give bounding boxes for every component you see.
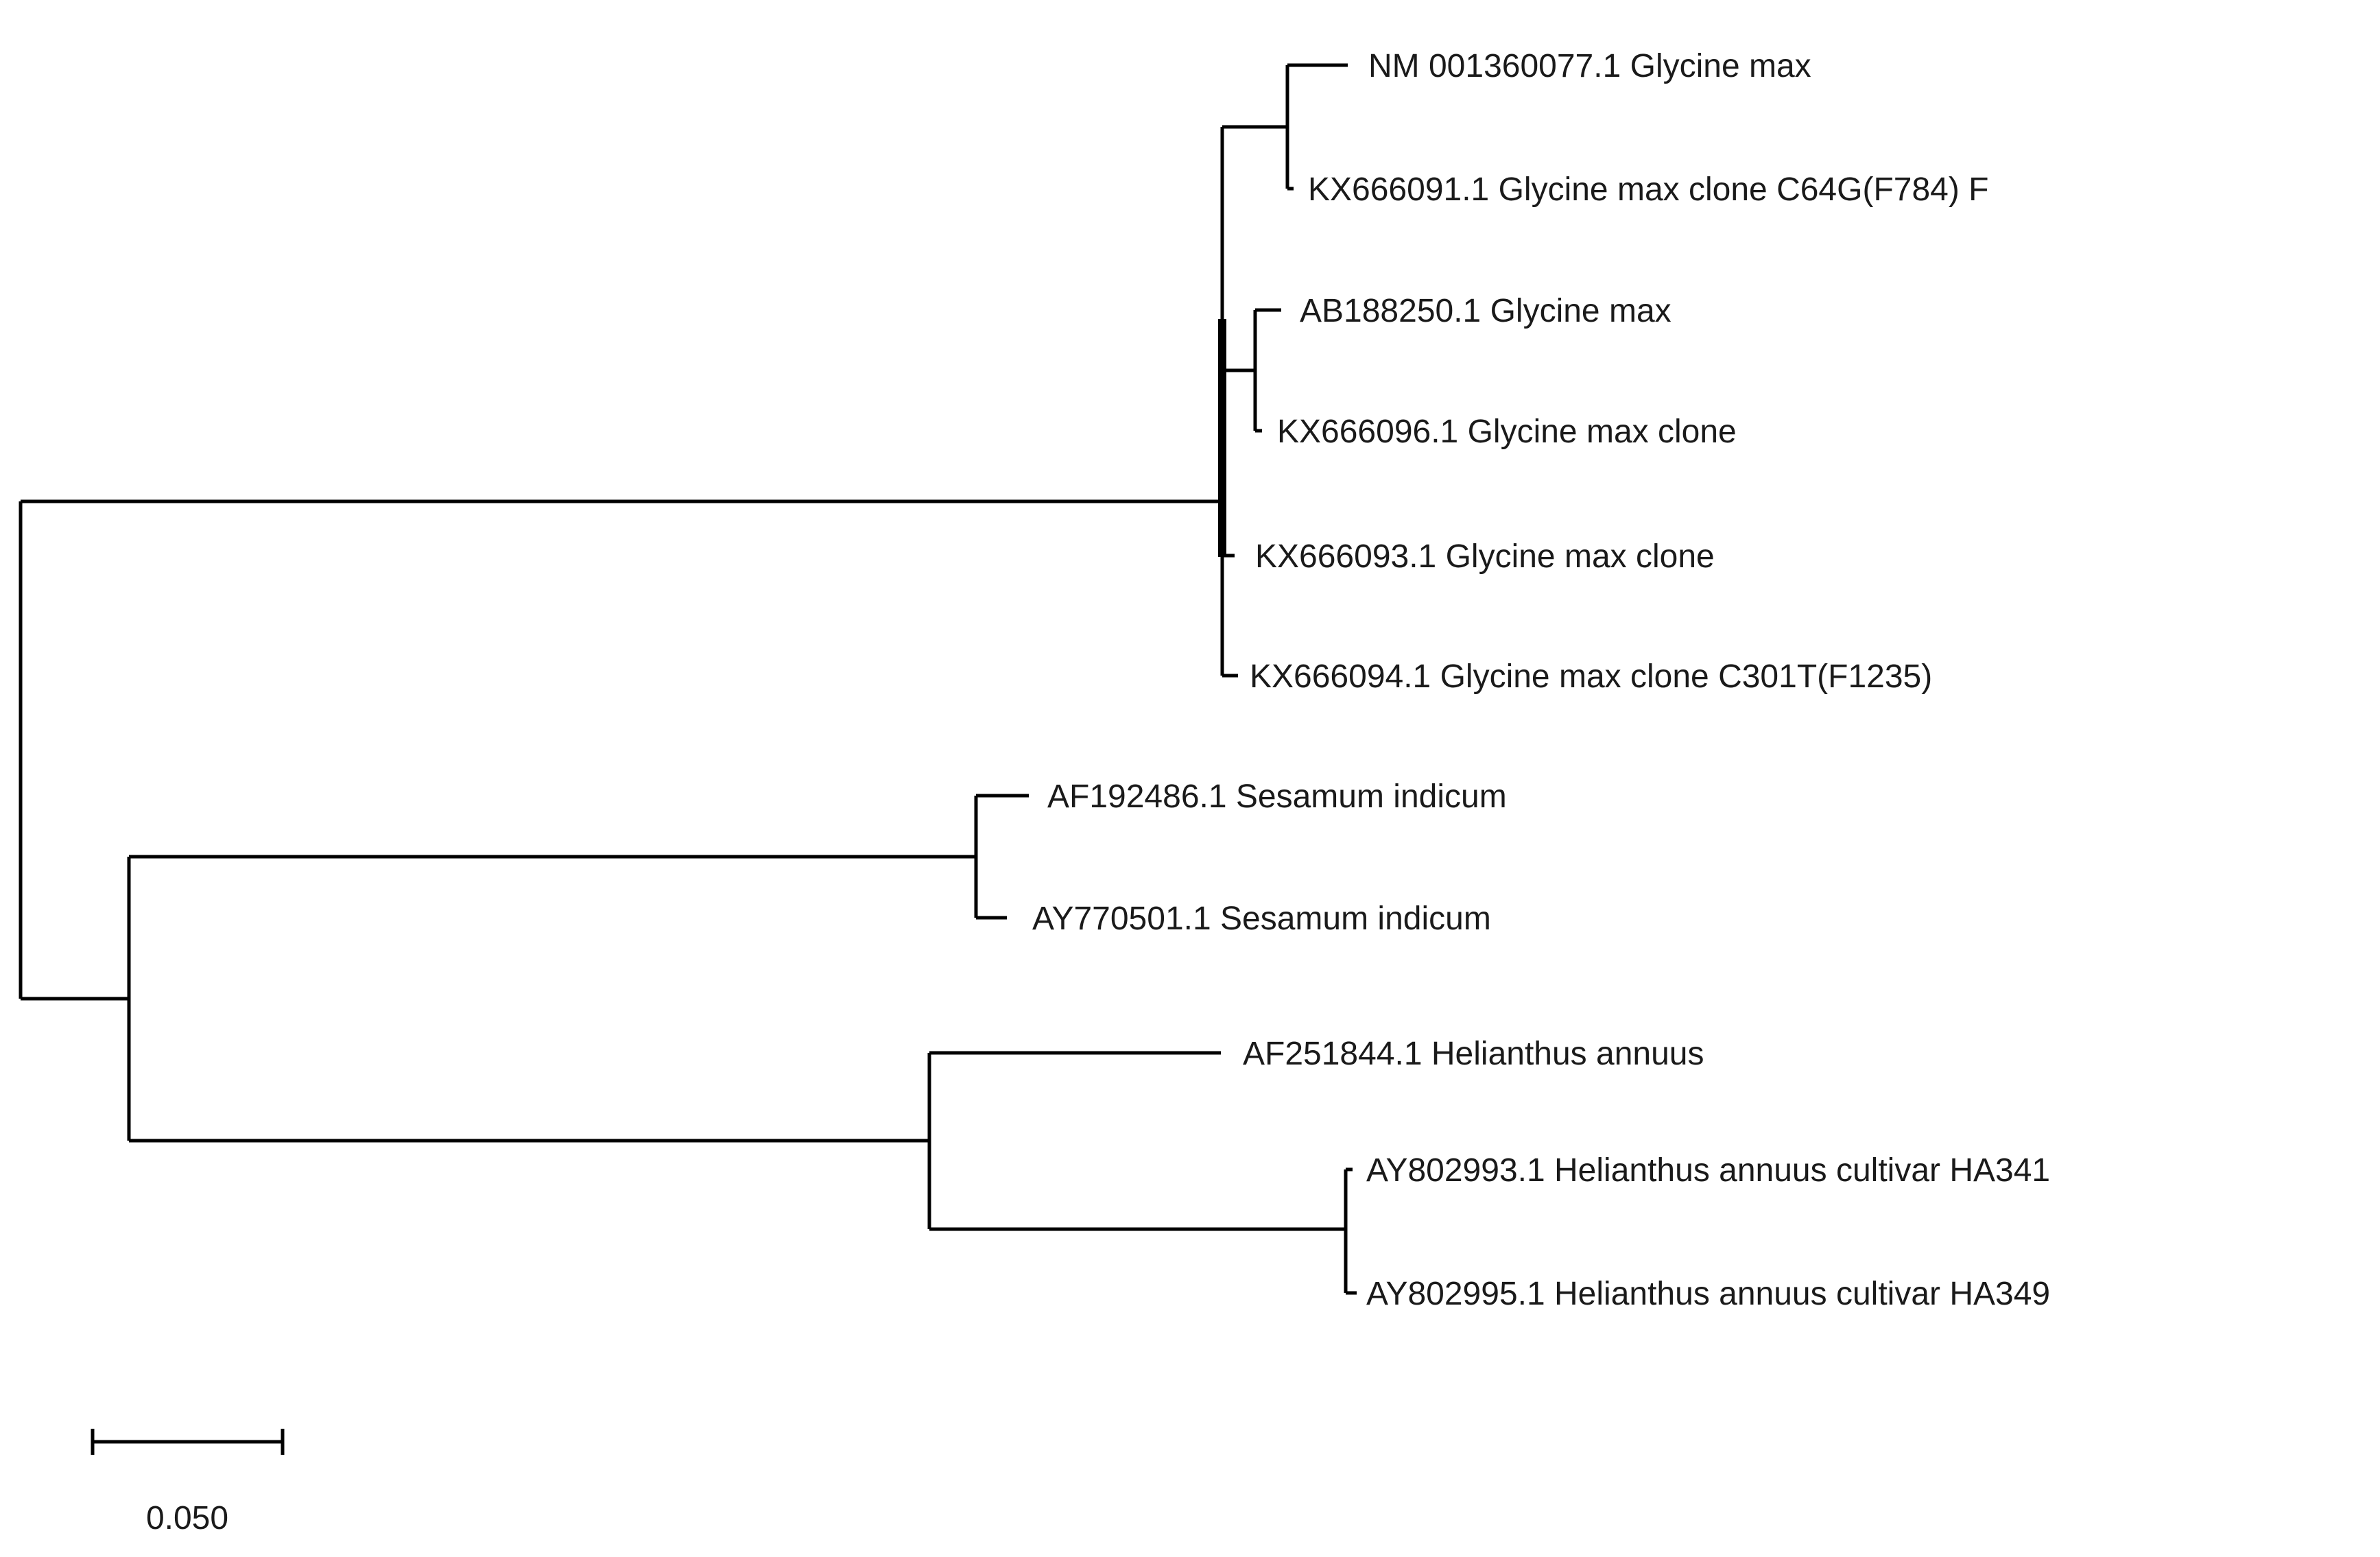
taxon-label: AF192486.1 Sesamum indicum	[1047, 778, 1507, 815]
taxon-label: KX666091.1 Glycine max clone C64G(F784) …	[1308, 171, 1988, 208]
scale-bar-label: 0.050	[146, 1500, 228, 1536]
taxon-label: AB188250.1 Glycine max	[1300, 293, 1671, 329]
taxon-label: KX666096.1 Glycine max clone	[1277, 414, 1737, 450]
taxon-label: AY802995.1 Helianthus annuus cultivar HA…	[1366, 1276, 2050, 1312]
taxon-label: KX666093.1 Glycine max clone	[1255, 538, 1715, 575]
taxon-label: AF251844.1 Helianthus annuus	[1243, 1036, 1704, 1072]
taxon-label: AY802993.1 Helianthus annuus cultivar HA…	[1366, 1152, 2050, 1189]
taxon-label: AY770501.1 Sesamum indicum	[1032, 901, 1491, 937]
taxon-label: NM 001360077.1 Glycine max	[1368, 48, 1811, 84]
taxon-label: KX666094.1 Glycine max clone C301T(F1235…	[1250, 658, 1932, 695]
